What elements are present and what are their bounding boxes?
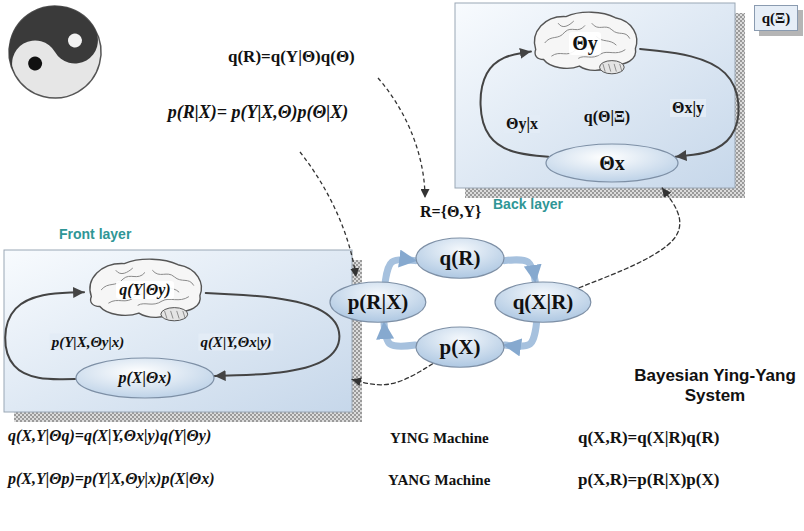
formula: p(X,Y|Θp)=p(Y|X,Θy|x)p(X|Θx) xyxy=(8,470,214,488)
cycle-arrow xyxy=(385,260,415,281)
ring-part: q(X|R) xyxy=(494,281,592,323)
panel-ground xyxy=(4,250,362,422)
layer-panel: q(Y|Θy)p(X|Θx)Front layer xyxy=(4,250,352,412)
dashed-arrow xyxy=(352,364,433,385)
dashed-arrow xyxy=(579,188,680,288)
machine-name: YING Machine xyxy=(390,430,489,447)
yin-yang-symbol xyxy=(0,0,118,115)
layer-panel: ΘyΘxBack layer xyxy=(455,3,735,188)
edge-label: q(X|Y,Θx|y) xyxy=(198,334,273,351)
edge-label: Θx|y xyxy=(670,99,706,117)
system-title: Bayesian Ying-Yang System xyxy=(630,366,800,406)
edge-label: Θy|x xyxy=(504,115,540,133)
node-text: Θx xyxy=(599,152,625,175)
ellipse-node: Θx xyxy=(545,143,679,183)
dashed-leader xyxy=(300,152,356,277)
ring-part: q(R) xyxy=(415,237,505,279)
node-text: p(X|Θx) xyxy=(118,369,171,387)
formula: p(X,R)=p(R|X)p(X) xyxy=(578,470,719,490)
cycle-arrow xyxy=(505,260,536,281)
formula: q(X,R)=q(X|R)q(R) xyxy=(578,428,719,448)
formula: q(Θ|Ξ) xyxy=(584,108,630,126)
ring-part: p(X) xyxy=(415,326,505,368)
small-box: q(Ξ) xyxy=(754,5,798,31)
brain-figure: Θy xyxy=(529,10,641,76)
curved-arrow xyxy=(481,52,549,157)
formula: q(X,Y|Θq)=q(X|Y,Θx|y)q(Y|Θy) xyxy=(8,427,211,445)
node-text: q(Y|Θy) xyxy=(116,281,173,299)
machine-name: YANG Machine xyxy=(388,472,490,489)
node-text: q(X|R) xyxy=(513,290,574,315)
formula: p(R|X)= p(Y|X,Θ)p(Θ|X) xyxy=(163,102,353,123)
dashed-leader xyxy=(378,78,425,198)
layer-heading: Back layer xyxy=(493,196,563,212)
edge-label: p(Y|X,Θy|x) xyxy=(50,334,127,351)
cycle-arrow xyxy=(384,323,415,346)
layer-heading: Front layer xyxy=(59,226,131,242)
node-text: p(R|X) xyxy=(348,290,409,315)
node-text: p(X) xyxy=(440,335,481,360)
node-text: Θy xyxy=(569,32,601,55)
brain-figure: q(Y|Θy) xyxy=(84,257,206,323)
ring-part: p(R|X) xyxy=(329,281,427,323)
node-text: q(Ξ) xyxy=(762,10,791,27)
curved-arrow xyxy=(640,49,739,157)
cycle-arrow xyxy=(505,323,537,346)
node-text: q(R) xyxy=(440,246,481,271)
formula: q(R)=q(Y|Θ)q(Θ) xyxy=(228,47,355,67)
panel-ground xyxy=(455,3,745,198)
ellipse-node: p(X|Θx) xyxy=(75,357,215,399)
set-label: R={Θ,Y} xyxy=(420,203,481,221)
